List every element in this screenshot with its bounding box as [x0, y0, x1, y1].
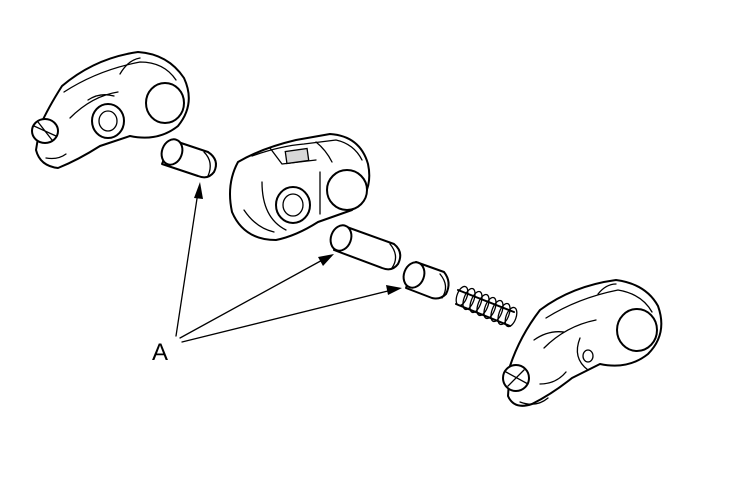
adjuster-screw-upper-left [31, 118, 59, 144]
rocker-arm-lower-right [502, 279, 663, 407]
collar [402, 261, 450, 300]
adjuster-screw-lower-right [502, 364, 530, 392]
callout-leaders [175, 182, 402, 343]
pin-upper [160, 138, 217, 179]
pin-middle [329, 224, 402, 271]
spring [455, 285, 518, 328]
rocker-arm-center [229, 133, 371, 241]
callout-label-a: A [152, 339, 168, 366]
rocker-arm-upper-left [31, 51, 190, 169]
